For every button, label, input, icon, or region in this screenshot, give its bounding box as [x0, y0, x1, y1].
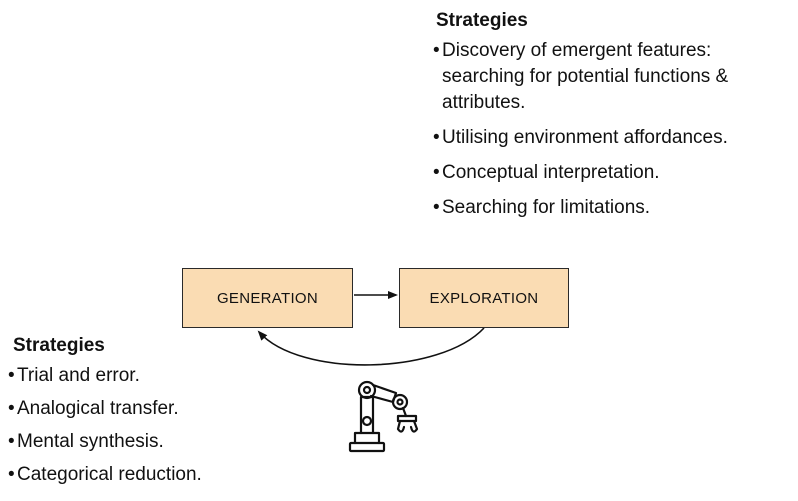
strategy-text: Analogical transfer. — [17, 398, 179, 419]
list-item: •Searching for limitations. — [433, 197, 651, 218]
exploration-box: EXPLORATION — [399, 268, 569, 328]
exploration-to-generation-arrow — [257, 327, 485, 366]
generation-strategies-list: •Trial and error. •Analogical transfer. … — [8, 363, 308, 488]
list-item: •Discovery of emergent features: searchi… — [433, 40, 729, 113]
strategy-text: Searching for limitations. — [442, 197, 651, 218]
generation-strategies: Strategies •Trial and error. •Analogical… — [8, 333, 308, 495]
strategy-text: Trial and error. — [17, 365, 140, 386]
list-item: •Conceptual interpretation. — [433, 162, 660, 183]
list-item: •Analogical transfer. — [8, 398, 179, 419]
exploration-strategies-list: •Discovery of emergent features: searchi… — [433, 38, 793, 221]
list-item: •Trial and error. — [8, 365, 140, 386]
strategy-text: Discovery of emergent features: searchin… — [442, 40, 729, 113]
robot-arm-icon — [348, 380, 419, 453]
strategy-text: Mental synthesis. — [17, 431, 164, 452]
generation-strategies-title: Strategies — [13, 335, 105, 356]
strategy-text: Categorical reduction. — [17, 464, 202, 485]
strategy-text: Utilising environment affordances. — [442, 127, 728, 148]
exploration-strategies-title: Strategies — [436, 10, 528, 31]
exploration-strategies: Strategies •Discovery of emergent featur… — [433, 8, 793, 230]
list-item: •Mental synthesis. — [8, 431, 164, 452]
generation-box: GENERATION — [182, 268, 353, 328]
list-item: •Categorical reduction. — [8, 464, 202, 485]
strategy-text: Conceptual interpretation. — [442, 162, 660, 183]
list-item: •Utilising environment affordances. — [433, 127, 728, 148]
